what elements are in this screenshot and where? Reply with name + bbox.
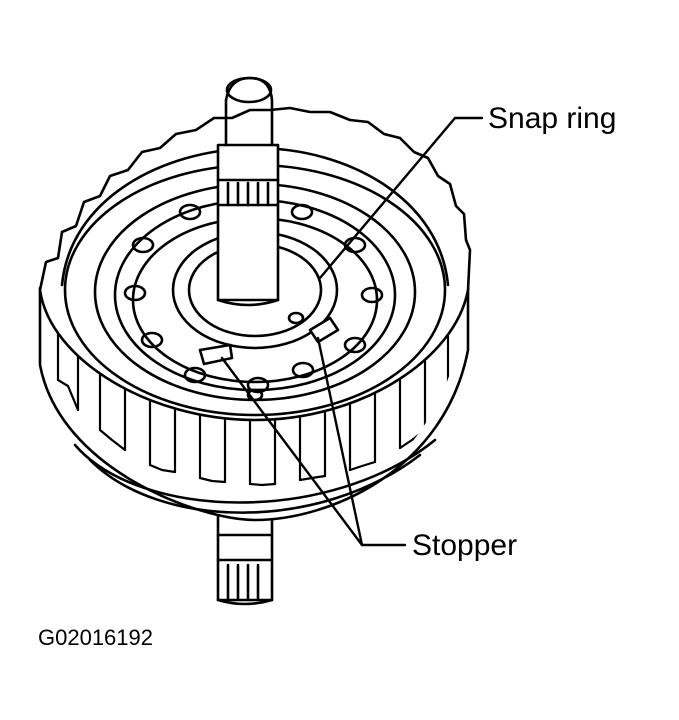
lower-shaft [216, 508, 274, 606]
stopper-label: Stopper [412, 529, 517, 562]
figure-id: G02016192 [38, 625, 153, 650]
stopper-leader-right [316, 336, 364, 547]
snap-ring-leader [318, 116, 484, 280]
snap-ring-label: Snap ring [488, 102, 616, 135]
bolt-holes [123, 203, 384, 402]
input-shaft [216, 76, 280, 307]
leader-lines [220, 116, 484, 547]
stopper-right [308, 316, 340, 344]
